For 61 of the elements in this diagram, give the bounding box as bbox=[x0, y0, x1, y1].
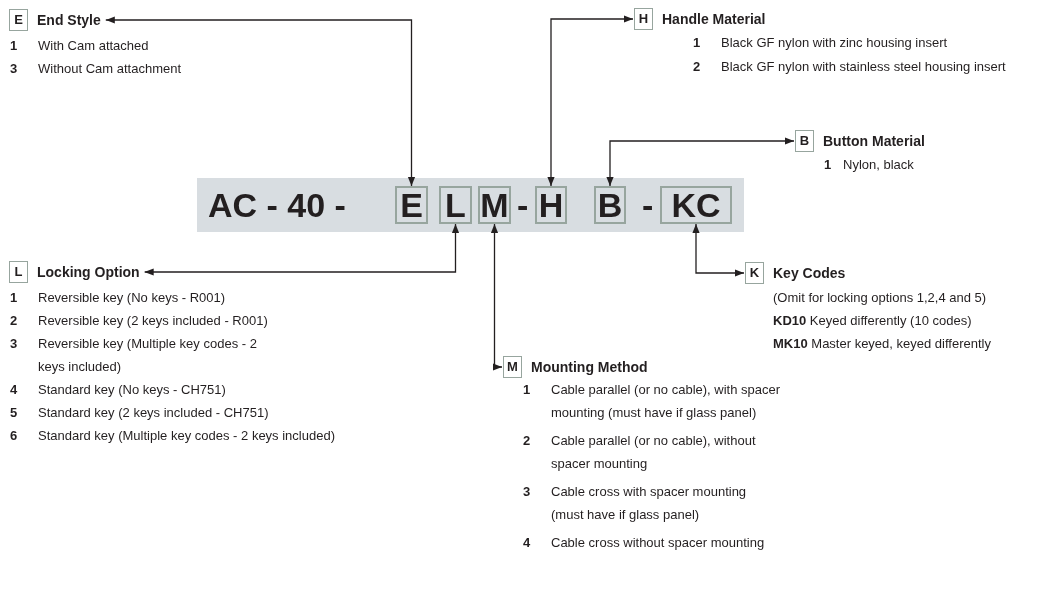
option-text: Standard key (Multiple key codes - 2 keys included) bbox=[38, 427, 335, 445]
code-letter-box: E bbox=[395, 186, 428, 224]
option-text: MK10 Master keyed, keyed differently bbox=[773, 335, 991, 353]
code-letter-box: KC bbox=[660, 186, 732, 224]
option-number: 1 bbox=[824, 156, 832, 174]
option-number: 4 bbox=[10, 381, 18, 399]
option-text: Cable cross with spacer mounting (must have if glass panel) bbox=[551, 483, 748, 524]
option-number: 1 bbox=[693, 34, 701, 52]
option-number: 1 bbox=[10, 37, 18, 55]
option-text: (Omit for locking options 1,2,4 and 5) bbox=[773, 289, 987, 307]
option-number: 2 bbox=[10, 312, 18, 330]
code-letter-box: E bbox=[9, 9, 28, 31]
option-number: 3 bbox=[10, 335, 18, 353]
code-letter-box: K bbox=[745, 262, 764, 284]
option-text: Cable parallel (or no cable), without spacer mounting bbox=[551, 432, 757, 473]
separator-dash: - bbox=[517, 188, 529, 222]
option-number: 3 bbox=[10, 60, 18, 78]
arrow bbox=[692, 223, 745, 277]
section-heading: Key Codes bbox=[773, 264, 846, 282]
part-number-prefix: AC - 40 - bbox=[208, 188, 346, 222]
separator-dash: - bbox=[642, 188, 654, 222]
arrow bbox=[144, 223, 460, 276]
option-text: KD10 Keyed differently (10 codes) bbox=[773, 312, 972, 330]
option-text: Standard key (2 keys included - CH751) bbox=[38, 404, 269, 422]
code-letter-box: B bbox=[795, 130, 814, 152]
option-text: Nylon, black bbox=[843, 156, 914, 174]
code-letter-box: M bbox=[478, 186, 511, 224]
section-heading: End Style bbox=[37, 11, 101, 29]
option-number: 6 bbox=[10, 427, 18, 445]
arrow bbox=[606, 137, 795, 187]
code-letter-box: L bbox=[439, 186, 472, 224]
option-number: 2 bbox=[523, 432, 531, 450]
option-text: Cable cross without spacer mounting bbox=[551, 534, 765, 552]
option-number: 1 bbox=[523, 381, 531, 399]
section-heading: Button Material bbox=[823, 132, 925, 150]
code-letter-box: H bbox=[535, 186, 567, 224]
option-text: Reversible key (Multiple key codes - 2 keys included) bbox=[38, 335, 258, 376]
option-text: Black GF nylon with stainless steel housing insert bbox=[721, 58, 1006, 76]
option-text: Cable parallel (or no cable), with spacer mounting (must have if glass panel) bbox=[551, 381, 782, 422]
code-letter-box: M bbox=[503, 356, 522, 378]
option-text: Without Cam attachment bbox=[38, 60, 182, 78]
option-number: 1 bbox=[10, 289, 18, 307]
part-number-bar bbox=[197, 178, 744, 232]
code-letter-box: H bbox=[634, 8, 653, 30]
section-heading: Handle Material bbox=[662, 10, 766, 28]
option-text: With Cam attached bbox=[38, 37, 149, 55]
arrow bbox=[490, 223, 503, 371]
option-text: Reversible key (No keys - R001) bbox=[38, 289, 226, 307]
arrow bbox=[105, 16, 416, 187]
option-number: 4 bbox=[523, 534, 531, 552]
section-heading: Mounting Method bbox=[531, 358, 648, 376]
section-heading: Locking Option bbox=[37, 263, 140, 281]
option-number: 5 bbox=[10, 404, 18, 422]
option-text: Reversible key (2 keys included - R001) bbox=[38, 312, 268, 330]
code-letter-box: L bbox=[9, 261, 28, 283]
code-letter-box: B bbox=[594, 186, 626, 224]
option-number: 3 bbox=[523, 483, 531, 501]
arrow bbox=[547, 15, 634, 187]
option-number: 2 bbox=[693, 58, 701, 76]
option-text: Standard key (No keys - CH751) bbox=[38, 381, 226, 399]
option-text: Black GF nylon with zinc housing insert bbox=[721, 34, 948, 52]
